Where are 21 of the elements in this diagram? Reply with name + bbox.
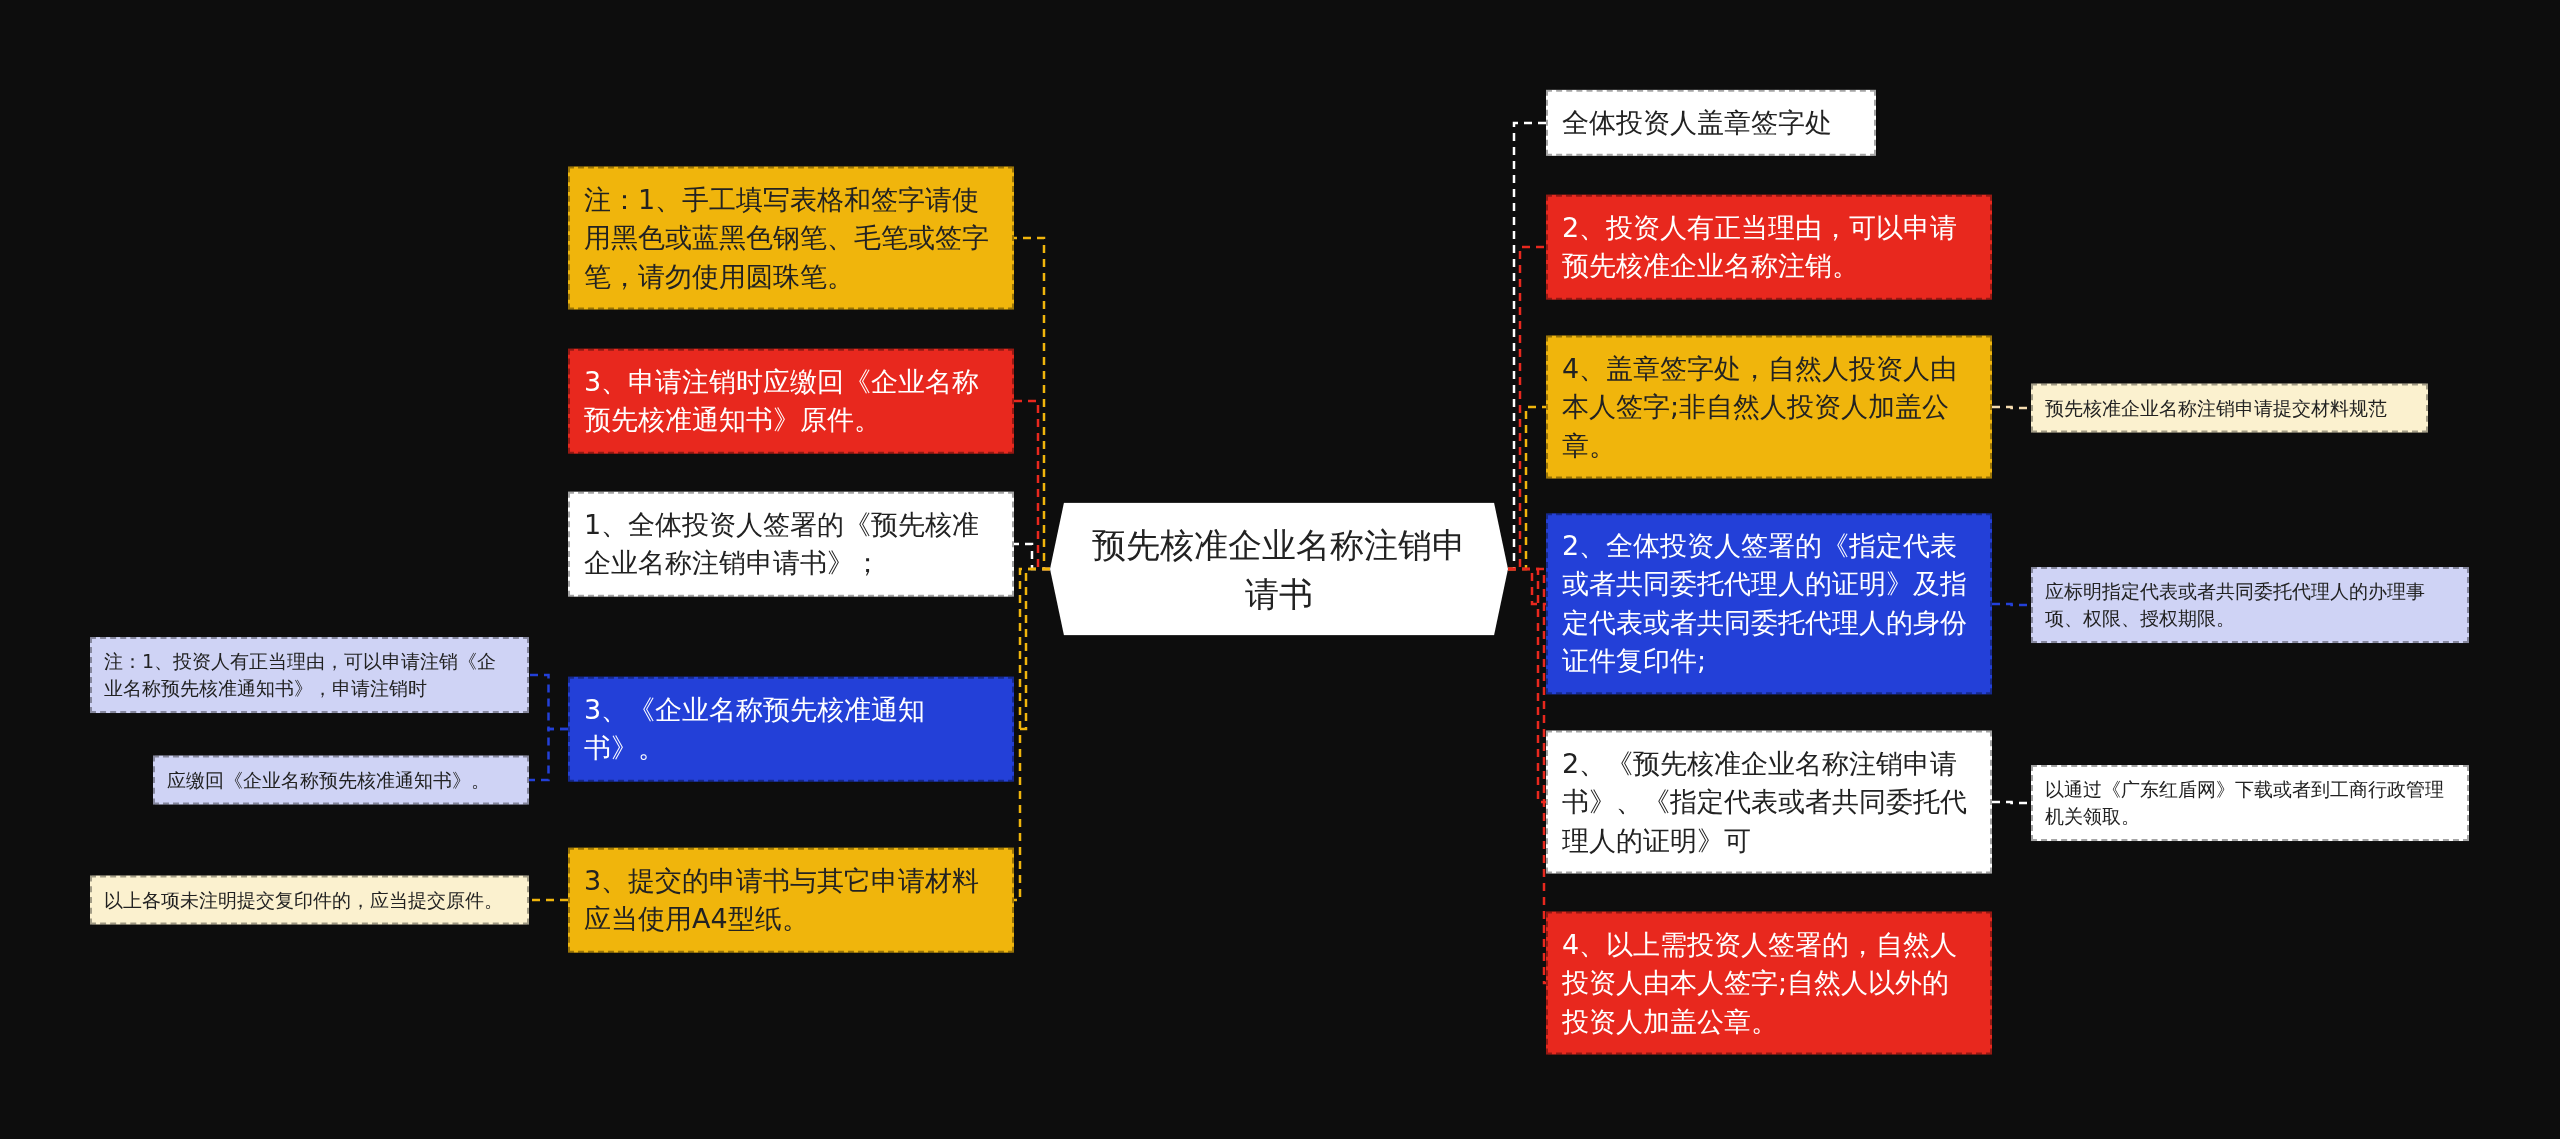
note-box: 应标明指定代表或者共同委托代理人的办理事项、权限、授权期限。 — [2031, 567, 2469, 643]
note-box: 应缴回《企业名称预先核准通知书》。 — [153, 755, 529, 805]
topic-box: 4、盖章签字处，自然人投资人由本人签字;非自然人投资人加盖公章。 — [1546, 335, 1992, 479]
topic-box: 3、提交的申请书与其它申请材料应当使用A4型纸。 — [568, 847, 1014, 953]
note-box: 注：1、投资人有正当理由，可以申请注销《企业名称预先核准通知书》，申请注销时 — [90, 637, 529, 713]
topic-box: 2、《预先核准企业名称注销申请书》、《指定代表或者共同委托代理人的证明》可 — [1546, 730, 1992, 874]
topic-box: 1、全体投资人签署的《预先核准企业名称注销申请书》； — [568, 491, 1014, 597]
topic-box: 4、以上需投资人签署的，自然人投资人由本人签字;自然人以外的投资人加盖公章。 — [1546, 911, 1992, 1055]
topic-box: 全体投资人盖章签字处 — [1546, 89, 1876, 157]
note-box: 以上各项未注明提交复印件的，应当提交原件。 — [90, 875, 529, 925]
connector-line — [1014, 567, 1050, 902]
connector-line — [529, 727, 568, 782]
topic-box: 3、申请注销时应缴回《企业名称预先核准通知书》原件。 — [568, 348, 1014, 454]
note-box: 预先核准企业名称注销申请提交材料规范 — [2031, 383, 2428, 433]
note-box: 以通过《广东红盾网》下载或者到工商行政管理机关领取。 — [2031, 765, 2469, 841]
connector-line — [529, 898, 568, 902]
topic-box: 3、《企业名称预先核准通知书》。 — [568, 676, 1014, 782]
topic-box: 2、全体投资人签署的《指定代表或者共同委托代理人的证明》及指定代表或者共同委托代理人的身份证件复印件; — [1546, 513, 1992, 695]
connector-line — [1508, 567, 1547, 985]
topic-box: 注：1、手工填写表格和签字请使用黑色或蓝黑色钢笔、毛笔或签字笔，请勿使用圆珠笔。 — [568, 166, 1014, 310]
topic-box: 2、投资人有正当理由，可以申请预先核准企业名称注销。 — [1546, 194, 1992, 300]
